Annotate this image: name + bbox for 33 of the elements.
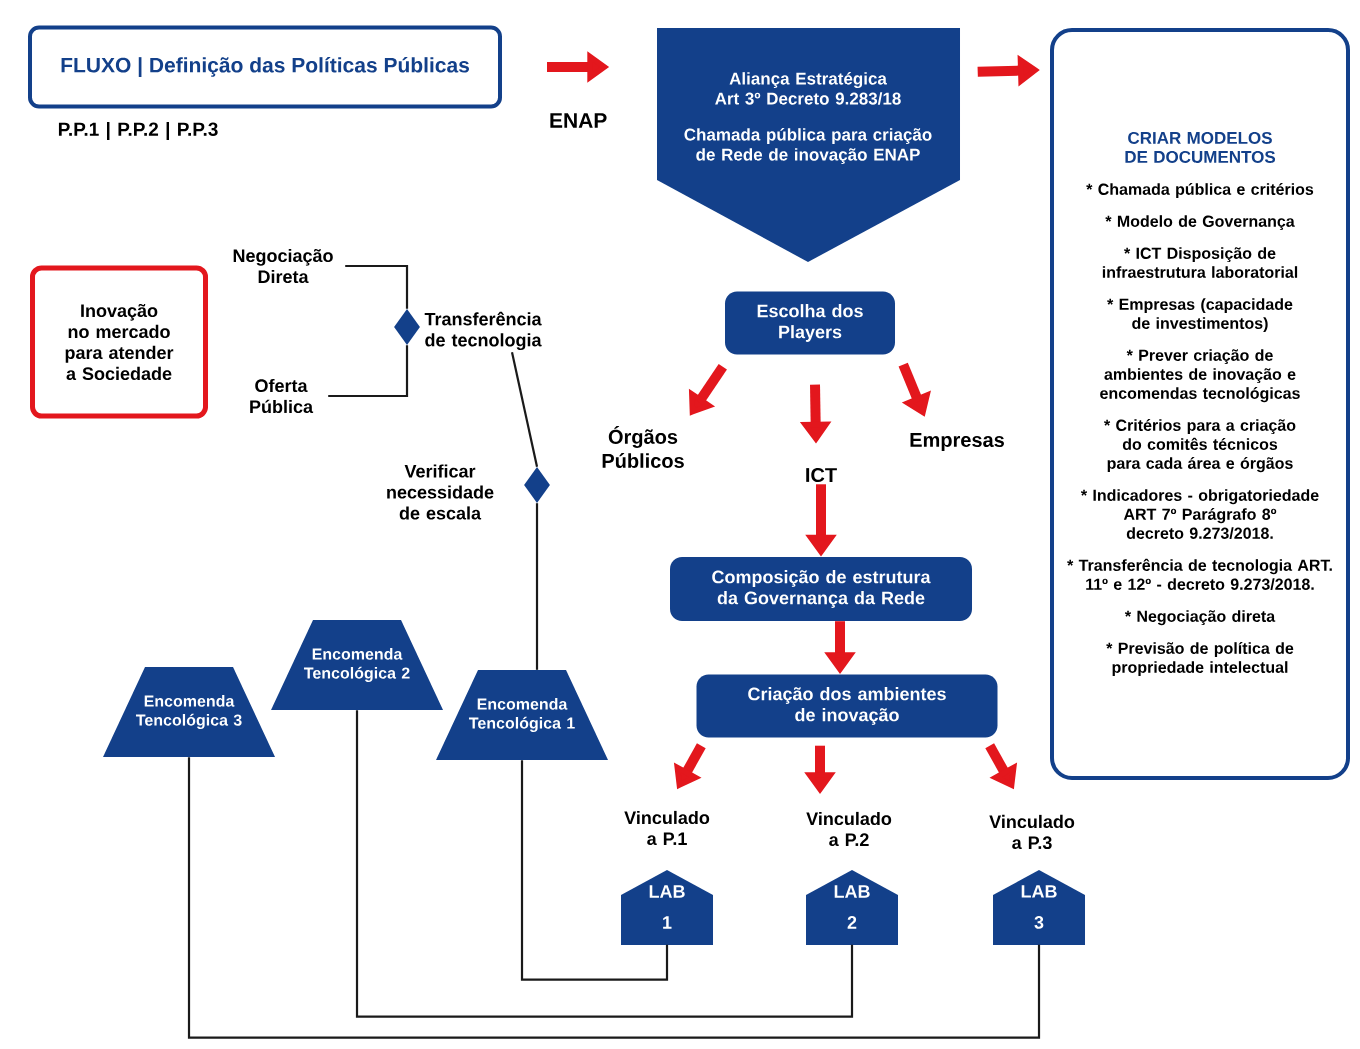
process-box: Composição de estrutura da Governança da Rede <box>670 557 972 621</box>
document-list-box: CRIAR MODELOS DE DOCUMENTOS * Chamada pública e critérios * Modelo de Governança * ICT Disposição de infraestrutura laboratorial * Empresas (capacidade de investimentos) * Prever criação de ambientes de inovação e encomendas tecnológicas * Critérios para a criação do comitês técnicos para cada área e órgãos * Indicadores - obrigatoriedade ART 7º Parágrafo 8º decreto 9.273/2018. * Transferência de tecnologia ART. 11º e 12º - decreto 9.273/2018. * Negociação direta * Previsão de política de propriedade intelectual <box>1050 28 1350 780</box>
label-text: Transferência de tecnologia <box>424 311 542 351</box>
pentagon-box: Aliança Estratégica Art 3º Decreto 9.283/18 Chamada pública para criação de Rede de inovação ENAP <box>657 28 960 262</box>
lab-house: LAB 2 <box>806 870 898 945</box>
connector-line <box>535 503 539 670</box>
connector-line <box>345 264 409 309</box>
side-label: P.P.1 | P.P.2 | P.P.3 <box>58 122 218 140</box>
label-text: Oferta Pública <box>250 378 314 414</box>
connector-line <box>510 352 539 468</box>
process-box: Escolha dos Players <box>725 291 895 355</box>
trapezoid-box: Encomenda Tencológica 1 <box>436 670 608 760</box>
edge-label: ENAP <box>548 112 609 129</box>
connector-line <box>187 757 1041 1039</box>
trapezoid-box: Encomenda Tencológica 3 <box>103 667 275 757</box>
connector-line <box>328 345 409 398</box>
heading-text: Vinculado a P.2 <box>806 811 892 847</box>
heading-text: Vinculado a P.3 <box>989 814 1075 850</box>
side-label: Verificar necessidade de escala <box>387 464 494 520</box>
lab-house: LAB 1 <box>621 870 713 945</box>
heading-text: Vinculado a P.1 <box>624 810 710 846</box>
label-text: ICT <box>806 467 837 483</box>
lab-house: LAB 3 <box>993 870 1085 945</box>
connector-line <box>355 710 854 1018</box>
label-text: Empresas <box>910 433 1004 451</box>
label-text: Órgãos Públicos <box>602 426 684 468</box>
diamond-shape <box>394 309 420 345</box>
process-box: Criação dos ambientes de inovação <box>696 674 998 738</box>
trapezoid-box: Encomenda Tencológica 2 <box>271 620 443 710</box>
note-box: Inovação no mercado para atender a Sociedade <box>30 265 208 419</box>
label-text: Negociação Direta <box>233 248 333 284</box>
connector-line <box>520 760 669 981</box>
title-box: FLUXO | Definição das Políticas Públicas <box>28 25 502 109</box>
